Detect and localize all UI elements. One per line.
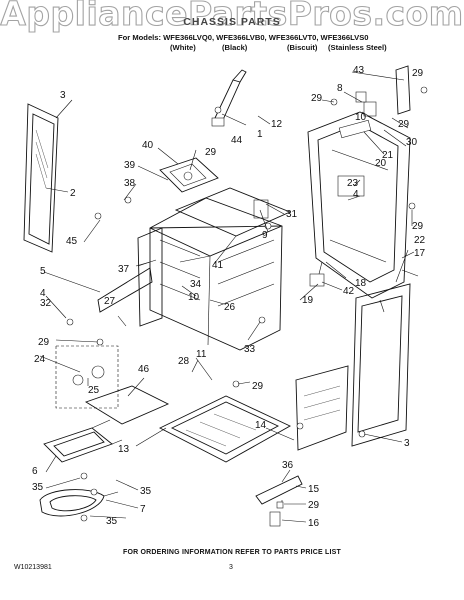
callout-29g: 29 — [252, 381, 264, 392]
callout-8: 8 — [337, 83, 343, 94]
lower-rear-panel — [295, 365, 349, 451]
callout-44: 44 — [231, 135, 243, 146]
callout-13: 13 — [118, 444, 130, 455]
callout-38: 38 — [124, 178, 136, 189]
callout-34: 34 — [190, 279, 202, 290]
diagram-title: CHASSIS PARTS — [183, 16, 281, 28]
callout-20: 20 — [375, 158, 387, 169]
callout-1: 1 — [257, 129, 263, 140]
callout-25: 25 — [88, 385, 100, 396]
callout-23: 23 — [347, 178, 359, 189]
callout-33: 33 — [244, 344, 256, 355]
watermark: AppliancePartsPros.com — [0, 0, 464, 34]
control-bracket — [159, 157, 219, 193]
callout-numbers: 3 2 44 1 12 43 29 29 8 10 29 30 21 20 23… — [32, 65, 426, 529]
callout-12: 12 — [271, 119, 283, 130]
bake-element — [43, 419, 123, 463]
callout-5: 5 — [40, 266, 46, 277]
screws — [66, 86, 428, 522]
callout-29e: 29 — [205, 147, 217, 158]
callout-16: 16 — [308, 518, 320, 529]
callout-45: 45 — [66, 236, 78, 247]
oven-cavity — [149, 187, 292, 351]
back-panel — [307, 111, 411, 313]
variant-biscuit: (Biscuit) — [287, 43, 318, 52]
callout-2: 2 — [70, 188, 76, 199]
variant-black: (Black) — [222, 43, 248, 52]
callout-43: 43 — [353, 65, 365, 76]
callout-7: 7 — [140, 504, 146, 515]
broil-element — [39, 489, 119, 517]
drawer-pan — [84, 385, 291, 463]
callout-19: 19 — [302, 295, 314, 306]
receptacle-assembly — [55, 345, 119, 409]
models-line: For Models: WFE366LVQ0, WFE366LVB0, WFE3… — [118, 33, 369, 42]
callout-32: 32 — [40, 298, 52, 309]
callout-41: 41 — [212, 260, 224, 271]
callout-3: 3 — [60, 90, 66, 101]
callout-29h: 29 — [308, 500, 320, 511]
callout-24: 24 — [34, 354, 46, 365]
callout-35a: 35 — [140, 486, 152, 497]
callout-6: 6 — [32, 466, 38, 477]
ordering-footer: FOR ORDERING INFORMATION REFER TO PARTS … — [122, 549, 342, 556]
callout-30: 30 — [406, 137, 418, 148]
callout-31: 31 — [286, 209, 298, 220]
callout-14: 14 — [255, 420, 267, 431]
callout-9: 9 — [262, 230, 268, 241]
callout-29f: 29 — [38, 337, 50, 348]
callout-29a: 29 — [412, 68, 424, 79]
document-number: W10213981 — [14, 564, 52, 571]
callout-35c: 35 — [106, 516, 118, 527]
callout-37: 37 — [118, 264, 130, 275]
callout-22: 22 — [414, 235, 426, 246]
callout-29d: 29 — [412, 221, 424, 232]
variant-white: (White) — [170, 43, 196, 52]
callout-26: 26 — [224, 302, 236, 313]
callout-3b: 3 — [404, 438, 410, 449]
page-number: 3 — [229, 564, 233, 571]
callout-28: 28 — [178, 356, 190, 367]
callout-11: 11 — [196, 349, 207, 360]
callout-15: 15 — [308, 484, 320, 495]
callout-35b: 35 — [32, 482, 44, 493]
variant-stainless: (Stainless Steel) — [328, 43, 387, 52]
callout-29b: 29 — [311, 93, 323, 104]
callout-46: 46 — [138, 364, 150, 375]
callout-17: 17 — [414, 248, 426, 259]
callout-40: 40 — [142, 140, 154, 151]
callout-21: 21 — [382, 150, 394, 161]
callout-42: 42 — [343, 286, 355, 297]
callout-4: 4 — [353, 189, 359, 200]
door-inner-panel — [23, 103, 59, 253]
leader-lines — [39, 71, 419, 523]
callout-39: 39 — [124, 160, 136, 171]
callout-29c: 29 — [398, 119, 410, 130]
left-side-panel — [137, 227, 163, 327]
right-side-panel — [351, 283, 411, 447]
callout-27: 27 — [104, 296, 116, 307]
callout-10: 10 — [355, 112, 367, 123]
callout-36: 36 — [282, 460, 294, 471]
insulation-shield — [97, 267, 153, 313]
top-brackets — [211, 65, 411, 287]
callout-18: 18 — [355, 278, 367, 289]
callout-4b: 4 — [40, 288, 46, 299]
leveling-legs — [255, 475, 303, 527]
callout-10b: 10 — [188, 292, 200, 303]
